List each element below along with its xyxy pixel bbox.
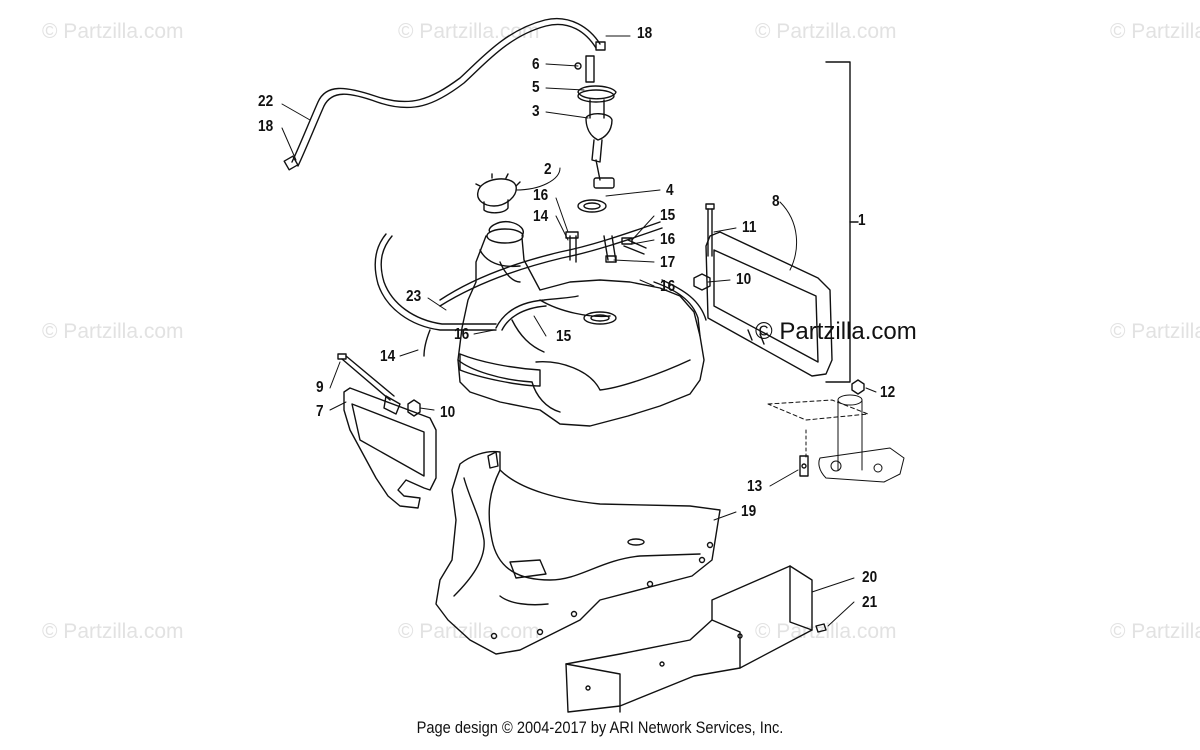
skid-tray [435, 450, 721, 655]
callout-9: 9 [316, 379, 324, 396]
callout-8: 8 [772, 193, 780, 210]
callout-4: 4 [666, 182, 674, 199]
clip [799, 455, 809, 477]
screw [815, 623, 827, 633]
callout-16: 16 [454, 326, 470, 343]
callout-18: 18 [637, 25, 653, 42]
assembly-bracket-line [825, 61, 859, 383]
watermark: © Partzilla.com [755, 20, 897, 43]
callout-13: 13 [747, 478, 763, 495]
callout-18: 18 [258, 118, 274, 135]
watermark: © Partzilla.com [1110, 320, 1200, 343]
callout-22: 22 [258, 93, 274, 110]
watermark: © Partzilla.com [755, 318, 917, 345]
callout-23: 23 [406, 288, 422, 305]
callout-3: 3 [532, 103, 540, 120]
bolt-frame [851, 379, 865, 395]
watermark: © Partzilla.com [398, 20, 540, 43]
callout-12: 12 [880, 384, 896, 401]
fuel-pump-assembly [574, 55, 617, 189]
nut [693, 273, 711, 291]
watermark: © Partzilla.com [42, 620, 184, 643]
callout-19: 19 [741, 503, 757, 520]
callout-17: 17 [660, 254, 676, 271]
skid-plate [565, 565, 813, 713]
callout-16: 16 [533, 187, 549, 204]
callout-21: 21 [862, 594, 878, 611]
callout-5: 5 [532, 79, 540, 96]
tank-bracket-left [343, 387, 437, 509]
callout-10: 10 [736, 271, 752, 288]
watermark: © Partzilla.com [42, 320, 184, 343]
bolt [705, 203, 715, 257]
tank-bracket-right [705, 231, 833, 377]
callout-2: 2 [544, 161, 552, 178]
overflow-hose [374, 233, 497, 357]
watermark: © Partzilla.com [42, 20, 184, 43]
nut-left [407, 399, 421, 417]
callout-10: 10 [440, 404, 456, 421]
callout-16: 16 [660, 231, 676, 248]
vent-hose [283, 18, 606, 171]
fuel-cap [475, 173, 521, 214]
breather-hoses [439, 221, 663, 331]
callout-11: 11 [742, 219, 757, 236]
watermark: © Partzilla.com [398, 620, 540, 643]
callout-15: 15 [660, 207, 676, 224]
callout-14: 14 [533, 208, 549, 225]
leader-lines [281, 35, 877, 627]
callout-14: 14 [380, 348, 396, 365]
callout-20: 20 [862, 569, 878, 586]
callout-16: 16 [660, 278, 676, 295]
callout-1: 1 [858, 212, 866, 229]
tank-strap-rear [653, 279, 707, 337]
watermark: © Partzilla.com [1110, 620, 1200, 643]
frame-reference [767, 394, 905, 483]
callout-7: 7 [316, 403, 324, 420]
bolt-left [337, 353, 401, 415]
watermark: © Partzilla.com [755, 620, 897, 643]
callout-15: 15 [556, 328, 572, 345]
gasket [577, 199, 607, 213]
callout-6: 6 [532, 56, 540, 73]
watermark: © Partzilla.com [1110, 20, 1200, 43]
footer-copyright: Page design © 2004-2017 by ARI Network S… [416, 718, 784, 737]
fuel-tank [457, 220, 705, 427]
